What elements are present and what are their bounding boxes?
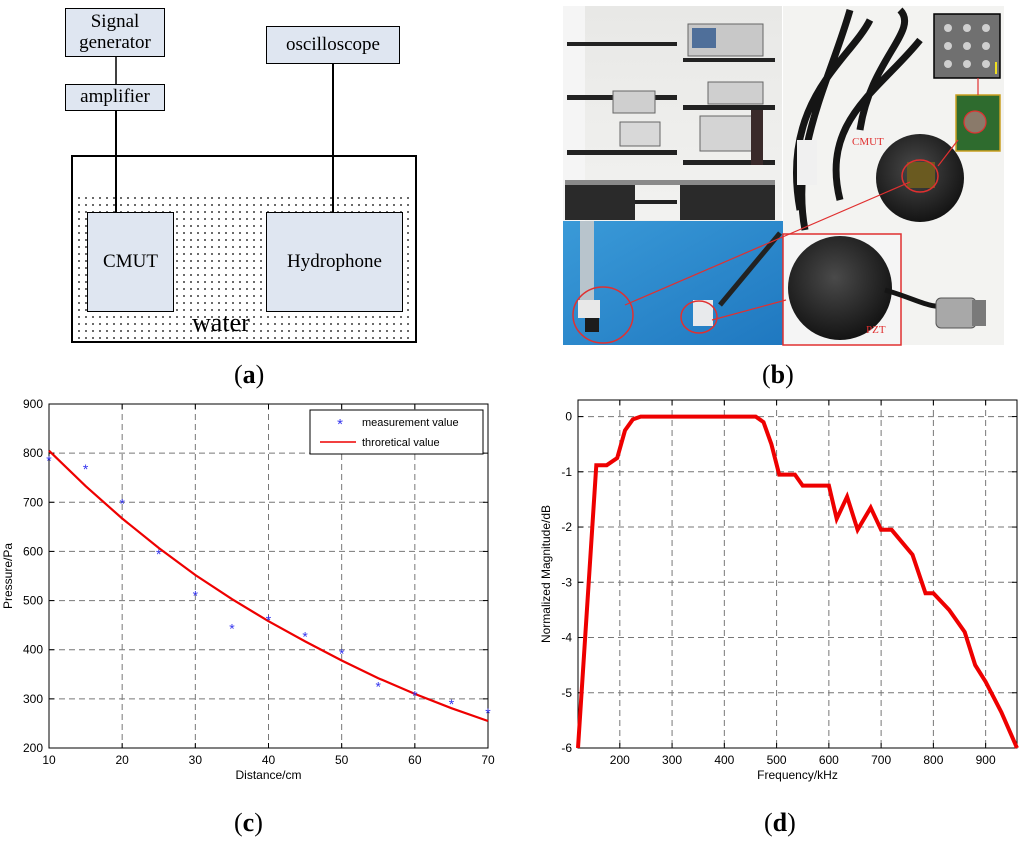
frequency-response-chart: 200 300 400 500 600 700 800 900 0 -1 -2 -3 -4 -5 -6Fre… <box>539 399 1019 782</box>
legend-marker-measurement: * <box>337 416 343 433</box>
y-tick-label: 300 <box>23 692 43 706</box>
cmut-photo-label: CMUT <box>852 136 884 148</box>
measurement-point: * <box>339 646 345 662</box>
y-tick-label: 600 <box>23 544 43 558</box>
measurement-point: * <box>193 588 199 604</box>
x-tick-label: 20 <box>115 753 129 767</box>
y-tick-label: -5 <box>561 686 572 700</box>
x-axis-label: Frequency/kHz <box>757 768 838 782</box>
legend-label-theoretical: throretical value <box>362 437 440 449</box>
panel-b-label: (b) <box>762 360 794 389</box>
y-tick-label: -3 <box>561 575 572 589</box>
cmut-block: CMUT <box>87 212 174 312</box>
measurement-point: * <box>302 628 308 644</box>
magnitude-response-line <box>576 414 1019 749</box>
measurement-point: * <box>485 705 491 721</box>
legend-label-measurement: measurement value <box>362 417 459 429</box>
y-tick-label: 800 <box>23 446 43 460</box>
hydrophone-block: Hydrophone <box>266 212 403 312</box>
theoretical-line <box>48 449 489 723</box>
x-tick-label: 70 <box>481 753 495 767</box>
measurement-point: * <box>83 461 89 477</box>
x-tick-label: 200 <box>610 753 630 767</box>
measurement-point: * <box>46 453 52 469</box>
measurement-point: * <box>412 687 418 703</box>
legend-box <box>309 409 484 455</box>
measurement-point: * <box>229 621 235 637</box>
x-tick-label: 300 <box>662 753 682 767</box>
plot-area <box>578 400 1017 748</box>
water-tank-photo <box>563 221 783 345</box>
x-axis-label: Distance/cm <box>235 768 301 782</box>
plot-frame <box>577 399 1018 749</box>
x-tick-label: 900 <box>976 753 996 767</box>
x-tick-label: 800 <box>923 753 943 767</box>
measurement-point: * <box>376 679 382 695</box>
y-axis-label: Pressure/Pa <box>1 543 15 609</box>
y-tick-label: -6 <box>561 741 572 755</box>
measurement-point: * <box>156 546 162 562</box>
measurement-point: * <box>449 696 455 712</box>
y-tick-label: -2 <box>561 520 572 534</box>
y-tick-label: 900 <box>23 397 43 411</box>
water-label: water <box>192 308 250 337</box>
panel-a-label: (a) <box>234 360 265 389</box>
x-tick-label: 500 <box>767 753 787 767</box>
measurement-point: * <box>266 612 272 628</box>
y-tick-label: 0 <box>565 410 572 424</box>
y-tick-label: -1 <box>561 465 572 479</box>
signal-generator-block: Signal generator <box>65 8 165 57</box>
cmut-chip-inset <box>955 94 1001 152</box>
x-tick-label: 700 <box>871 753 891 767</box>
pzt-device <box>788 236 892 340</box>
y-tick-label: 400 <box>23 643 43 657</box>
panel-c-label: (c) <box>234 808 263 837</box>
x-tick-label: 600 <box>819 753 839 767</box>
pzt-photo-label: PZT <box>866 324 886 336</box>
y-axis-label: Normalized Magnitude/dB <box>539 505 553 643</box>
plot-frame <box>48 403 489 749</box>
x-tick-label: 40 <box>262 753 276 767</box>
pressure-distance-chart: 10 20 30 40 50 60 70 200 300 400 500 600 700 800 900Di… <box>1 397 495 782</box>
oscilloscope-block: oscilloscope <box>266 26 400 64</box>
y-tick-label: -4 <box>561 631 572 645</box>
photo-collage <box>563 6 1004 346</box>
x-tick-label: 10 <box>42 753 56 767</box>
y-tick-label: 700 <box>23 495 43 509</box>
amplifier-block: amplifier <box>65 84 165 111</box>
x-tick-label: 50 <box>335 753 349 767</box>
x-tick-label: 30 <box>189 753 203 767</box>
y-tick-label: 500 <box>23 594 43 608</box>
x-tick-label: 400 <box>714 753 734 767</box>
measurement-point: * <box>119 495 125 511</box>
y-tick-label: 200 <box>23 741 43 755</box>
x-tick-label: 60 <box>408 753 422 767</box>
panel-d-label: (d) <box>764 808 796 837</box>
